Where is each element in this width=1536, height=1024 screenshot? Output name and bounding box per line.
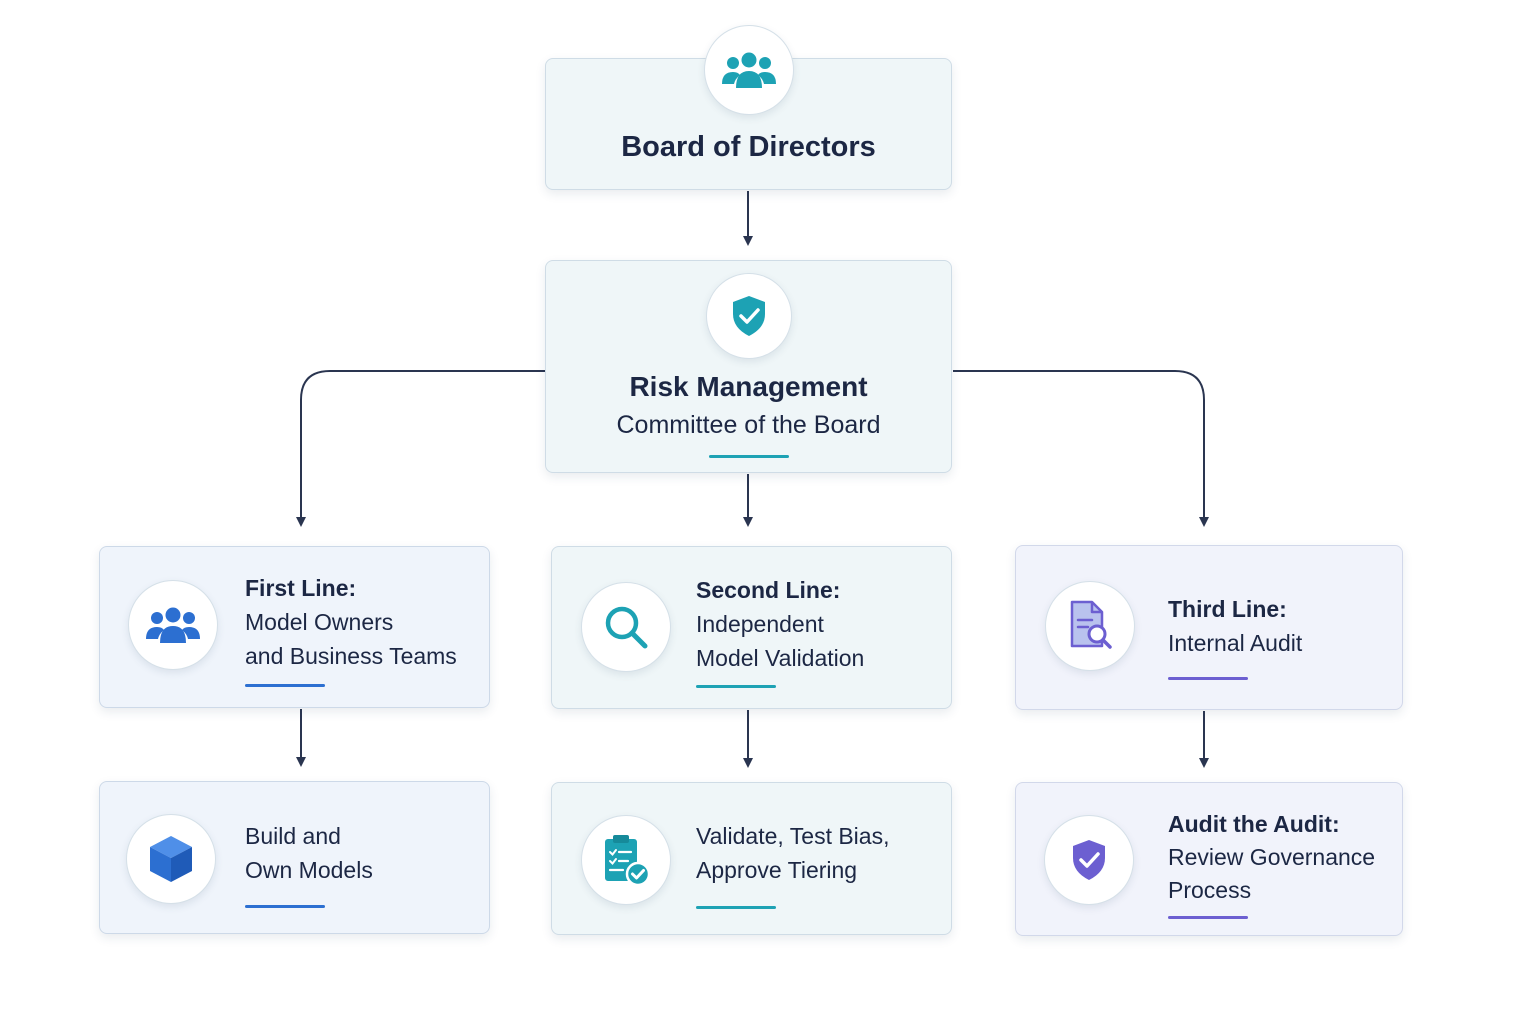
board-card[interactable]: Board of Directors <box>545 58 952 190</box>
second-line-action-underline <box>696 906 776 909</box>
third-line-heading: Third Line: <box>1168 596 1287 622</box>
second-line-detail-1: Independent <box>696 611 824 637</box>
first-line-action-underline <box>245 905 325 908</box>
third-line-action-underline <box>1168 916 1248 919</box>
third-line-detail-1: Internal Audit <box>1168 630 1303 656</box>
third-line-card[interactable]: Third Line: Internal Audit <box>1015 545 1403 710</box>
shield-check-icon <box>733 296 765 336</box>
first-line-action-text-1: Build and <box>245 823 341 849</box>
second-line-action-text: Validate, Test Bias, Approve Tiering <box>696 819 889 887</box>
second-line-detail-2: Model Validation <box>696 645 865 671</box>
document-search-icon <box>1070 600 1112 649</box>
cube-icon <box>150 836 192 882</box>
board-icon-circle <box>704 25 794 115</box>
second-line-heading: Second Line: <box>696 577 841 603</box>
third-line-action-text-2: Process <box>1168 877 1252 903</box>
shield-check-icon <box>1073 840 1105 880</box>
third-line-text: Third Line: Internal Audit <box>1168 592 1302 660</box>
first-line-action-card[interactable]: Build and Own Models <box>99 781 490 934</box>
second-line-action-text-1: Validate, Test Bias, <box>696 823 890 849</box>
first-line-icon-circle <box>128 580 218 670</box>
second-line-icon-circle <box>581 582 671 672</box>
people-icon <box>722 52 776 88</box>
third-line-action-card[interactable]: Audit the Audit: Review Governance Proce… <box>1015 782 1403 936</box>
second-line-action-text-2: Approve Tiering <box>696 857 858 883</box>
first-line-action-text: Build and Own Models <box>245 819 373 887</box>
risk-committee-icon-circle <box>706 273 792 359</box>
first-line-underline <box>245 684 325 687</box>
first-line-action-icon-circle <box>126 814 216 904</box>
second-line-text: Second Line: Independent Model Validatio… <box>696 573 864 675</box>
second-line-card[interactable]: Second Line: Independent Model Validatio… <box>551 546 952 709</box>
first-line-action-text-2: Own Models <box>245 857 373 883</box>
third-line-underline <box>1168 677 1248 680</box>
arrow-committee-to-third-line <box>953 370 1209 527</box>
risk-committee-title: Risk Management <box>629 371 868 402</box>
third-line-action-heading: Audit the Audit: <box>1168 811 1340 837</box>
first-line-text: First Line: Model Owners and Business Te… <box>245 571 457 673</box>
first-line-card[interactable]: First Line: Model Owners and Business Te… <box>99 546 490 708</box>
third-line-action-text-1: Review Governance <box>1168 844 1376 870</box>
third-line-icon-circle <box>1045 581 1135 671</box>
second-line-action-card[interactable]: Validate, Test Bias, Approve Tiering <box>551 782 952 935</box>
risk-committee-subtitle: Committee of the Board <box>616 411 881 439</box>
second-line-underline <box>696 685 776 688</box>
people-icon <box>146 607 200 643</box>
first-line-detail-1: Model Owners <box>245 609 394 635</box>
board-title: Board of Directors <box>621 131 876 163</box>
third-line-action-text: Audit the Audit: Review Governance Proce… <box>1168 808 1375 907</box>
magnifier-icon <box>605 606 648 649</box>
arrow-committee-to-first-line <box>296 370 545 527</box>
second-line-action-icon-circle <box>581 815 671 905</box>
third-line-action-icon-circle <box>1044 815 1134 905</box>
first-line-detail-2: and Business Teams <box>245 643 457 669</box>
first-line-heading: First Line: <box>245 575 357 601</box>
clipboard-check-icon <box>605 835 651 887</box>
risk-committee-underline <box>709 455 789 458</box>
